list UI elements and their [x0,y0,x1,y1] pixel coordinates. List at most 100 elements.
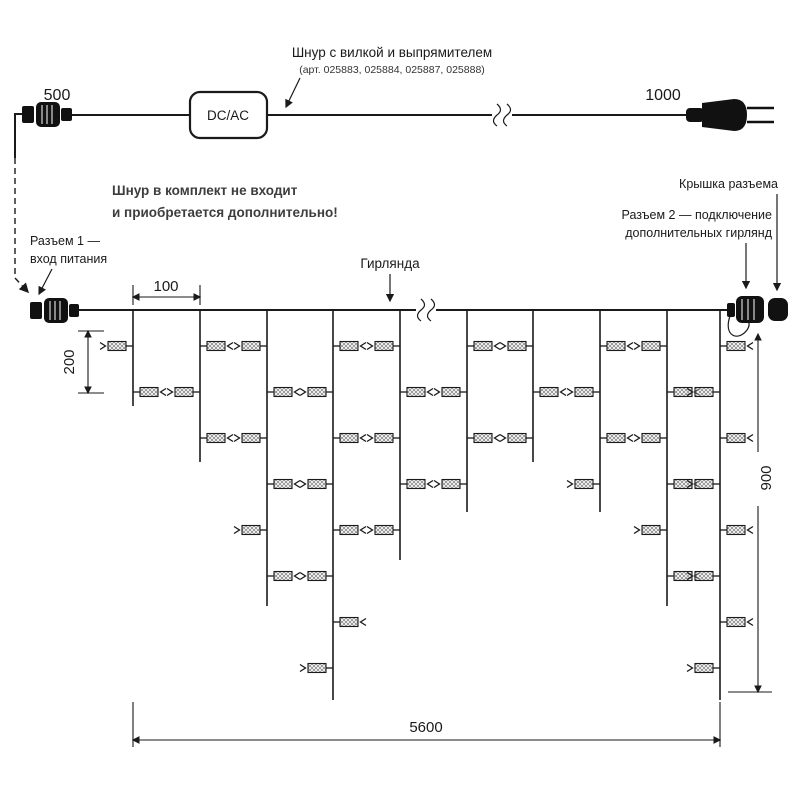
power-input-connector-icon [22,102,72,127]
cap-label: Крышка разъема [679,177,778,191]
led-lamp-icon [726,340,746,352]
led-direction-icon [686,571,694,581]
cord-title: Шнур с вилкой и выпрямителем [292,45,492,60]
led-direction-icon [366,525,374,535]
garland-drop [233,310,301,606]
garland-drop [566,310,634,512]
led-lamp-icon [726,524,746,536]
led-lamp-icon [726,432,746,444]
led-direction-icon [433,387,441,397]
led-lamp-icon [694,478,714,490]
led-direction-icon [293,387,301,397]
led-lamp-icon [606,432,626,444]
garland-drop [99,310,167,406]
led-direction-icon [299,663,307,673]
dim-100-label: 100 [153,278,178,295]
led-lamp-icon [241,432,261,444]
led-direction-icon [159,387,167,397]
led-lamp-icon [694,386,714,398]
led-lamp-icon [339,524,359,536]
garland-connector1-icon [30,298,79,323]
cap-label-group: Крышка разъема [679,177,782,292]
connector-cap-icon [768,298,788,321]
led-lamp-icon [374,340,394,352]
dim-200: 200 [61,329,104,395]
led-direction-icon [686,479,694,489]
note-line2: и приобретается дополнительно! [112,205,338,220]
led-lamp-icon [726,616,746,628]
led-direction-icon [626,341,634,351]
dim-5600-label: 5600 [409,719,442,736]
dim-900: 900 [728,332,775,694]
connector2-label-group: Разъем 2 — подключение дополнительных ги… [622,208,773,290]
garland-drop [366,310,434,560]
led-direction-icon [226,341,234,351]
led-direction-icon [686,387,694,397]
led-direction-icon [626,433,634,443]
led-lamp-icon [641,340,661,352]
led-direction-icon [746,341,754,351]
led-lamp-icon [139,386,159,398]
led-direction-icon [299,571,307,581]
led-lamp-icon [641,524,661,536]
garland-drop [166,310,234,462]
cord-title-arrow [285,77,301,109]
led-lamp-icon [441,478,461,490]
led-lamp-icon [107,340,127,352]
power-feed-arrow [14,277,30,294]
led-direction-icon [746,617,754,627]
dim-500-label: 500 [44,87,71,104]
led-direction-icon [233,433,241,443]
led-direction-icon [493,341,501,351]
cord-break-icon [492,103,512,127]
led-direction-icon [746,433,754,443]
garland-drop [299,310,367,700]
dcac-label: DC/AC [207,108,249,123]
led-lamp-icon [641,432,661,444]
led-lamp-icon [374,524,394,536]
led-lamp-icon [241,524,261,536]
led-direction-icon [359,341,367,351]
garland-drop [499,310,567,462]
led-direction-icon [226,433,234,443]
led-direction-icon [426,387,434,397]
led-direction-icon [499,341,507,351]
led-direction-icon [299,479,307,489]
led-lamp-icon [673,386,693,398]
led-lamp-icon [174,386,194,398]
connector2-label-line1: Разъем 2 — подключение [622,208,773,222]
led-direction-icon [566,479,574,489]
dim-1000-label: 1000 [645,87,681,104]
led-lamp-icon [406,386,426,398]
led-lamp-icon [473,340,493,352]
led-lamp-icon [339,616,359,628]
power-cord-assembly: 500 DC/AC 1000 Шнур с вилкой и выпрямите… [14,45,774,158]
not-included-note: Шнур в комплект не входит и приобретаетс… [112,183,338,220]
dim-5600: 5600 [131,702,722,747]
led-lamp-icon [406,478,426,490]
power-plug-icon [686,99,774,131]
garland-drops [99,310,754,700]
garland-drop [633,310,701,606]
led-direction-icon [359,433,367,443]
led-direction-icon [233,341,241,351]
dim-200-label: 200 [61,349,78,374]
led-lamp-icon [694,662,714,674]
led-lamp-icon [206,340,226,352]
dim-900-label: 900 [758,465,775,490]
garland-break-icon [416,298,436,322]
led-direction-icon [166,387,174,397]
led-lamp-icon [606,340,626,352]
led-lamp-icon [694,570,714,582]
led-direction-icon [366,433,374,443]
led-direction-icon [433,479,441,489]
garland-connector2-icon [727,296,788,337]
led-lamp-icon [574,478,594,490]
led-direction-icon [566,387,574,397]
led-direction-icon [293,571,301,581]
led-direction-icon [359,617,367,627]
led-direction-icon [633,341,641,351]
garland-drop [686,310,754,700]
led-direction-icon [359,525,367,535]
led-direction-icon [493,433,501,443]
